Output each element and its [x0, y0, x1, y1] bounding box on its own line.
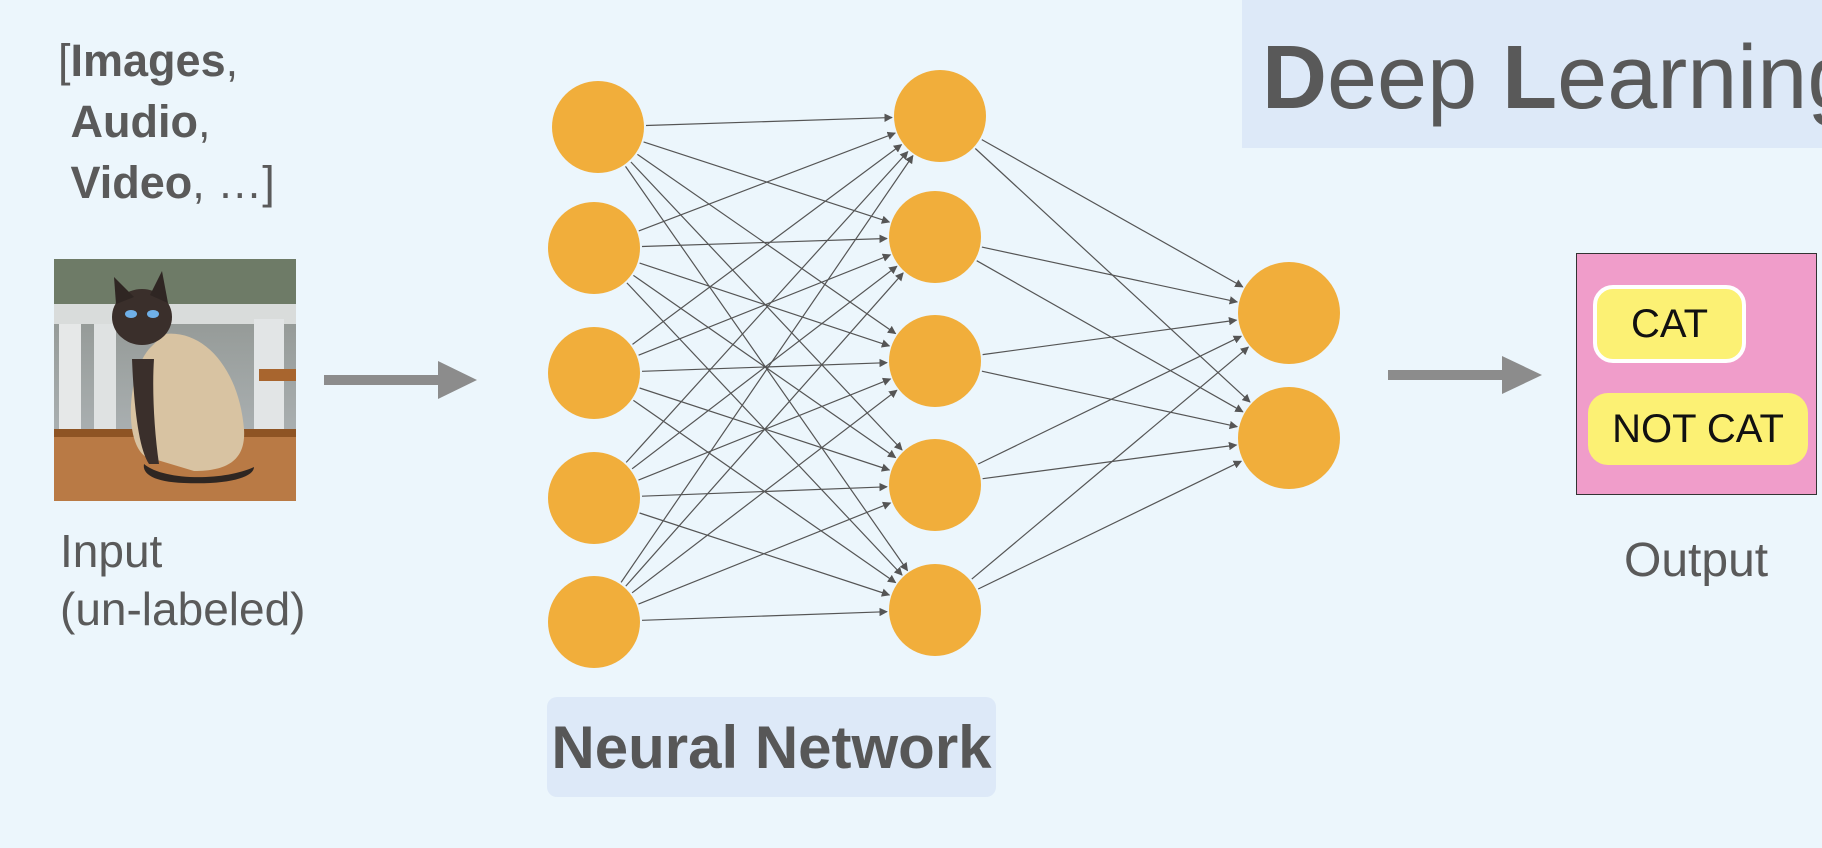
input-types-line-2: Audio, — [70, 96, 211, 147]
input-label: Input (un-labeled) — [60, 522, 305, 638]
edge-l0-n0-to-n0 — [645, 113, 893, 127]
hidden-layer-node-5 — [889, 564, 981, 656]
edge-l0-n4-to-n3 — [638, 501, 892, 605]
edge-l0-n1-to-n0 — [638, 131, 896, 232]
title-l-rest: earning — [1557, 28, 1822, 128]
input-type-audio: Audio — [70, 96, 198, 147]
network-nodes — [548, 70, 1340, 668]
edge-l1-n2-to-n1 — [981, 370, 1239, 430]
input-types-list: [Images, Audio, Video, …] — [58, 30, 275, 213]
hidden-layer-node-2 — [889, 191, 981, 283]
input-layer-node-3 — [548, 327, 640, 419]
edge-l1-n1-to-n0 — [981, 246, 1239, 305]
edge-l1-n4-to-n0 — [971, 346, 1250, 580]
input-type-images: Images — [70, 35, 226, 86]
edge-l0-n4-to-n4 — [641, 607, 888, 621]
input-layer-node-4 — [548, 452, 640, 544]
edge-l0-n4-to-n2 — [631, 389, 898, 594]
edge-l0-n3-to-n1 — [631, 265, 898, 470]
edge-l0-n4-to-n1 — [625, 272, 904, 587]
hidden-layer-node-1 — [894, 70, 986, 162]
deep-learning-title: Deep Learning — [1262, 28, 1822, 128]
title-l-initial: L — [1502, 28, 1558, 128]
output-label: Output — [1624, 534, 1769, 587]
input-types-line-3: Video, …] — [58, 152, 275, 213]
edge-l0-n0-to-n2 — [637, 153, 897, 335]
edge-l0-n1-to-n1 — [641, 234, 888, 248]
cat-photo — [54, 259, 296, 501]
edge-l0-n4-to-n0 — [620, 154, 914, 583]
network-edges — [620, 113, 1251, 621]
open-bracket: [ — [58, 35, 71, 86]
input-types-line-1: [Images, — [58, 35, 239, 86]
edge-l1-n3-to-n0 — [977, 335, 1243, 465]
edge-l1-n3-to-n1 — [982, 441, 1238, 480]
output-not-cat-pill: NOT CAT — [1588, 393, 1808, 465]
edge-l0-n3-to-n0 — [625, 150, 909, 463]
edge-l0-n0-to-n3 — [630, 161, 903, 451]
hidden-layer-node-3 — [889, 315, 981, 407]
deep-learning-title-box: Deep Learning — [1242, 0, 1822, 148]
input-arrow — [324, 361, 477, 399]
edge-l0-n2-to-n1 — [638, 253, 892, 356]
title-d-rest: eep — [1327, 28, 1503, 128]
output-cat-pill: CAT — [1593, 285, 1746, 363]
edge-l1-n2-to-n0 — [982, 316, 1238, 356]
hidden-layer-node-4 — [889, 439, 981, 531]
input-types-tail: , …] — [192, 157, 275, 208]
output-box: CAT NOT CAT — [1576, 253, 1817, 495]
input-layer-node-5 — [548, 576, 640, 668]
input-type-video: Video — [70, 157, 193, 208]
input-label-line-2: (un-labeled) — [60, 583, 306, 635]
input-layer-node-2 — [548, 202, 640, 294]
edge-l0-n2-to-n0 — [632, 144, 903, 345]
edge-l1-n1-to-n1 — [976, 260, 1244, 413]
output-arrow — [1388, 356, 1542, 394]
neural-network-title-box: Neural Network — [547, 697, 996, 797]
output-layer-node-1 — [1238, 262, 1340, 364]
edge-l1-n4-to-n1 — [977, 460, 1243, 590]
title-d-initial: D — [1262, 28, 1327, 128]
neural-network-title: Neural Network — [551, 713, 992, 781]
input-label-line-1: Input — [60, 525, 163, 577]
output-layer-node-2 — [1238, 387, 1340, 489]
input-layer-node-1 — [552, 81, 644, 173]
edge-l1-n0-to-n0 — [981, 139, 1244, 288]
